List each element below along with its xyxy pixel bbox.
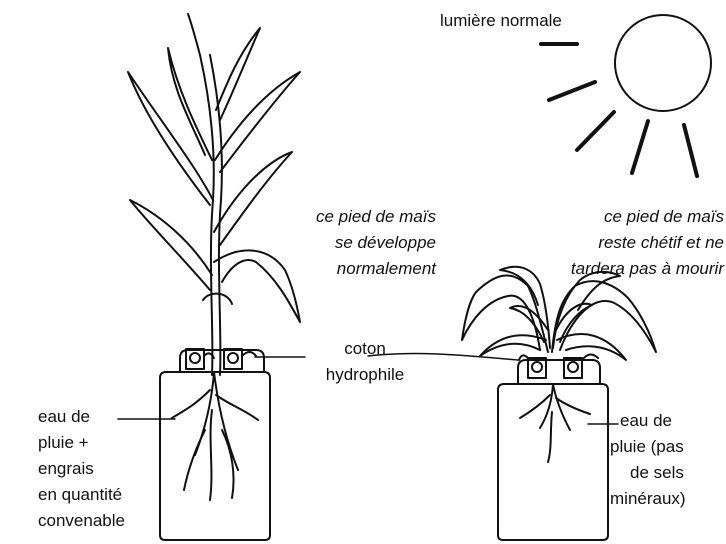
left-caption-line-3: normalement bbox=[250, 258, 436, 280]
center-label-line-2: hydrophile bbox=[305, 364, 425, 386]
left-liquid-line-3: engrais bbox=[38, 458, 94, 480]
left-liquid-line-2: pluie + bbox=[38, 432, 89, 454]
right-caption-line-2: reste chétif et ne bbox=[500, 232, 724, 254]
right-liquid-line-1: eau de bbox=[620, 410, 672, 432]
center-label-line-1: coton bbox=[305, 338, 425, 360]
right-container bbox=[498, 354, 608, 540]
stunted-corn-plant bbox=[462, 267, 656, 360]
left-caption-line-2: se développe bbox=[250, 232, 436, 254]
left-container bbox=[160, 349, 270, 540]
left-caption-line-1: ce pied de maïs bbox=[250, 206, 436, 228]
sun-label: lumière normale bbox=[440, 10, 562, 32]
healthy-corn-plant bbox=[128, 14, 300, 375]
left-liquid-line-5: convenable bbox=[38, 510, 125, 532]
left-liquid-line-1: eau de bbox=[38, 406, 90, 428]
right-liquid-line-3: de sels bbox=[630, 462, 684, 484]
sun-icon bbox=[541, 15, 711, 176]
left-liquid-line-4: en quantité bbox=[38, 484, 122, 506]
right-caption-line-3: tardera pas à mourir bbox=[500, 258, 724, 280]
right-liquid-line-4: minéraux) bbox=[610, 488, 686, 510]
right-caption-line-1: ce pied de maïs bbox=[500, 206, 724, 228]
right-liquid-line-2: pluie (pas bbox=[610, 436, 684, 458]
